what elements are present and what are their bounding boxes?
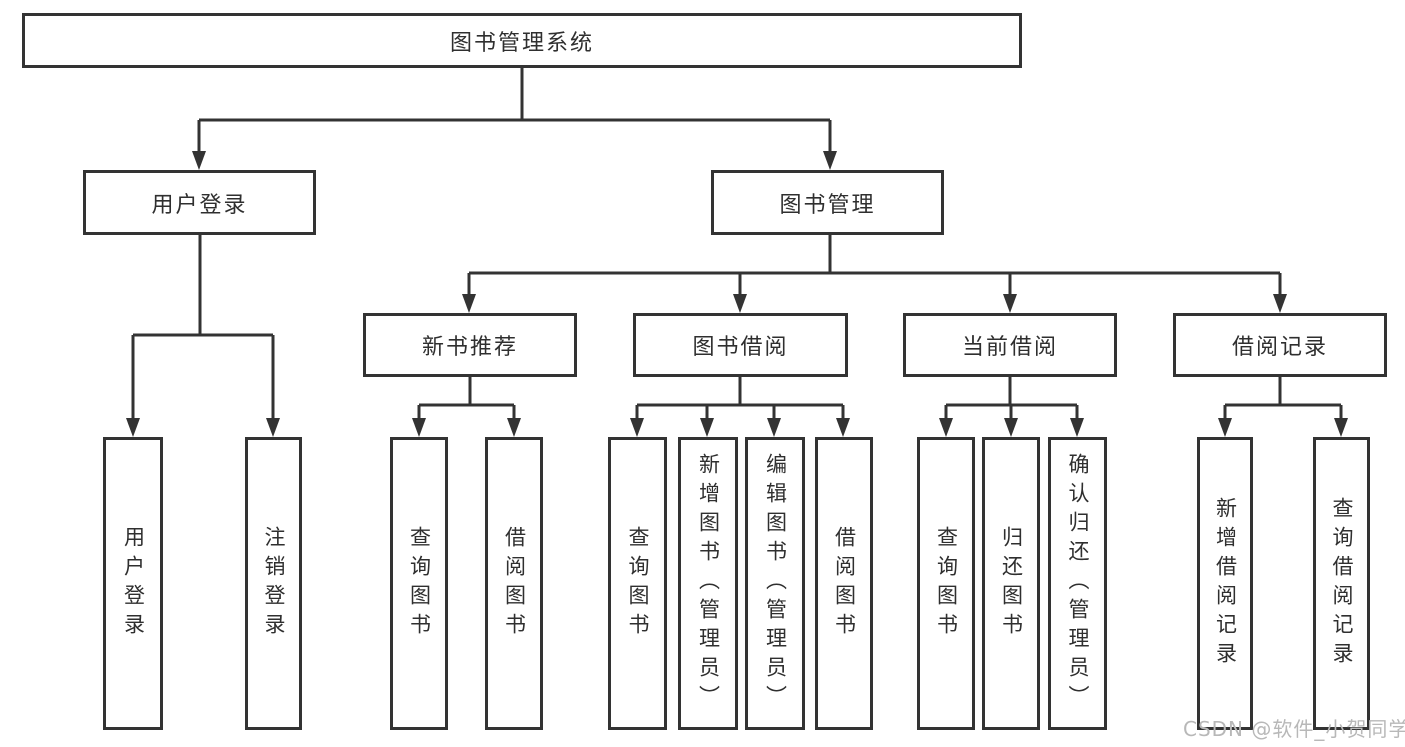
node-book-borrowing: 图书借阅 [633, 313, 848, 377]
arrowhead-icon [630, 418, 644, 437]
node-leaf-borrow-books-2: 借阅图书 [815, 437, 873, 730]
node-leaf-borrow-books-1: 借阅图书 [485, 437, 543, 730]
node-label-leaf-query-books-1: 查询图书 [407, 525, 432, 642]
node-label-user-login-branch: 用户登录 [151, 192, 248, 218]
node-label-new-book-recommend: 新书推荐 [421, 335, 518, 360]
node-leaf-query-books-3: 查询图书 [917, 437, 975, 730]
arrowhead-icon [1273, 294, 1287, 313]
node-label-leaf-return-books: 归还图书 [999, 525, 1024, 642]
node-leaf-edit-books-admin: 编辑图书（管理员） [745, 437, 805, 730]
node-leaf-query-borrow-record: 查询借阅记录 [1313, 437, 1370, 730]
node-label-leaf-add-borrow-record: 新增借阅记录 [1213, 496, 1238, 671]
csdn-watermark: CSDN @软件_小贺同学 [1183, 717, 1405, 741]
arrowhead-icon [1070, 418, 1084, 437]
node-leaf-logout: 注销登录 [245, 437, 302, 730]
node-label-leaf-add-books-admin: 新增图书（管理员） [696, 453, 721, 714]
node-label-leaf-logout: 注销登录 [262, 525, 286, 642]
arrowhead-icon [823, 151, 837, 170]
arrowhead-icon [126, 418, 140, 437]
node-label-root: 图书管理系统 [449, 30, 594, 56]
arrowhead-icon [939, 418, 953, 437]
node-leaf-add-books-admin: 新增图书（管理员） [678, 437, 738, 730]
node-label-leaf-query-books-3: 查询图书 [934, 525, 959, 642]
arrowhead-icon [462, 294, 476, 313]
arrowhead-icon [1334, 418, 1348, 437]
node-label-book-borrowing: 图书借阅 [692, 335, 789, 360]
node-label-leaf-borrow-books-2: 借阅图书 [832, 525, 857, 642]
arrowhead-icon [1218, 418, 1232, 437]
node-new-book-recommend: 新书推荐 [363, 313, 577, 377]
node-borrowing-records: 借阅记录 [1173, 313, 1387, 377]
node-label-current-borrowing: 当前借阅 [961, 335, 1058, 360]
node-leaf-return-books: 归还图书 [982, 437, 1040, 730]
node-book-management-branch: 图书管理 [711, 170, 944, 235]
node-leaf-add-borrow-record: 新增借阅记录 [1197, 437, 1253, 730]
node-leaf-user-login: 用户登录 [103, 437, 163, 730]
arrowhead-icon [266, 418, 280, 437]
arrowhead-icon [767, 418, 781, 437]
node-label-borrowing-records: 借阅记录 [1231, 335, 1328, 360]
arrowhead-icon [507, 418, 521, 437]
arrowhead-icon [700, 418, 714, 437]
arrowhead-icon [733, 294, 747, 313]
arrowhead-icon [1003, 294, 1017, 313]
arrowhead-icon [192, 151, 206, 170]
arrowhead-icon [1004, 418, 1018, 437]
node-current-borrowing: 当前借阅 [903, 313, 1117, 377]
node-label-book-management-branch: 图书管理 [779, 192, 876, 218]
node-user-login-branch: 用户登录 [83, 170, 316, 235]
node-label-leaf-query-borrow-record: 查询借阅记录 [1330, 496, 1354, 671]
node-leaf-query-books-2: 查询图书 [608, 437, 667, 730]
node-label-leaf-confirm-return-admin: 确认归还（管理员） [1066, 453, 1090, 714]
arrowhead-icon [412, 418, 426, 437]
node-label-leaf-user-login: 用户登录 [121, 525, 146, 642]
node-root: 图书管理系统 [22, 13, 1022, 68]
node-label-leaf-borrow-books-1: 借阅图书 [502, 525, 527, 642]
node-leaf-query-books-1: 查询图书 [390, 437, 448, 730]
arrowhead-icon [836, 418, 850, 437]
node-label-leaf-edit-books-admin: 编辑图书（管理员） [763, 453, 788, 714]
node-leaf-confirm-return-admin: 确认归还（管理员） [1048, 437, 1107, 730]
node-label-leaf-query-books-2: 查询图书 [626, 525, 650, 642]
